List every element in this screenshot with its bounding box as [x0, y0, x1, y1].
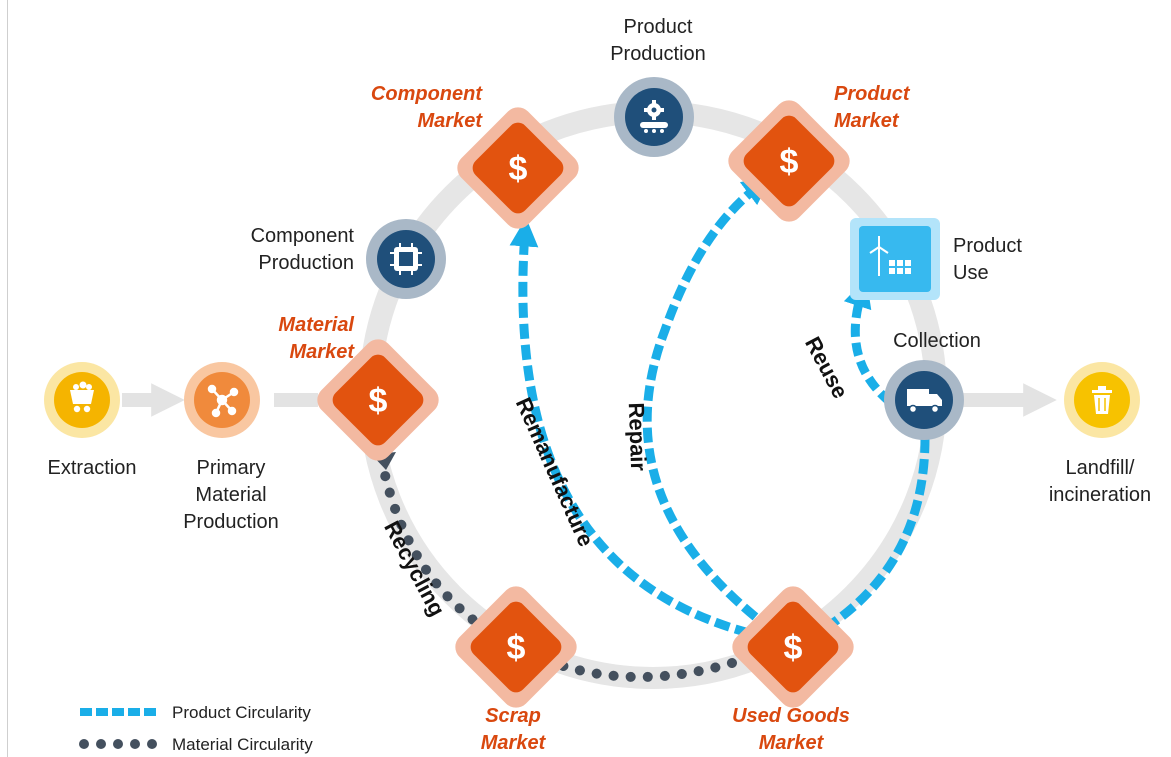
used-goods-market-label-line-1: Used Goods — [732, 705, 850, 727]
landfill-label-line-2: incineration — [1049, 484, 1151, 506]
material-market-label-line-1: Material — [278, 314, 354, 336]
node-primary-material-production — [184, 362, 260, 438]
product-use-label-line-1: Product — [953, 235, 1022, 257]
product-market-label-line-1: Product — [834, 83, 911, 105]
component-production-label-line-2: Production — [258, 252, 354, 274]
legend-material-circularity-swatch — [79, 739, 157, 749]
repair-arrow — [642, 176, 775, 634]
material-market-label-line-2: Market — [290, 341, 356, 363]
reuse-arrow — [843, 278, 893, 406]
component-production-label-line-1: Component — [251, 225, 355, 247]
truck-icon — [907, 389, 942, 414]
landfill-label-line-1: Landfill/ — [1066, 457, 1135, 479]
node-product-production — [614, 77, 694, 157]
mine-cart-icon — [70, 381, 94, 413]
component-market-label-line-2: Market — [418, 110, 484, 132]
dollar-icon: $ — [509, 150, 528, 188]
reuse-label: Reuse — [800, 332, 853, 402]
remanufacture-arrow — [509, 217, 771, 643]
primary-material-production-label-line-2: Material — [195, 484, 266, 506]
dollar-icon: $ — [369, 382, 388, 420]
product-use-label-line-2: Use — [953, 262, 989, 284]
molecule-icon — [207, 384, 239, 418]
scrap-market-label-line-1: Scrap — [485, 705, 541, 727]
product-production-label-line-2: Production — [610, 43, 706, 65]
trash-icon — [1092, 386, 1112, 414]
product-market-label-line-2: Market — [834, 110, 900, 132]
legend-material-circularity-label: Material Circularity — [172, 735, 313, 754]
node-extraction — [44, 362, 120, 438]
chip-icon — [390, 243, 422, 275]
component-market-label-line-1: Component — [371, 83, 483, 105]
node-material-market: $ — [317, 339, 439, 461]
node-component-market: $ — [457, 107, 579, 229]
legend: Product Circularity Material Circularity — [79, 703, 313, 754]
dollar-icon: $ — [784, 629, 803, 667]
legend-product-circularity-label: Product Circularity — [172, 703, 311, 722]
node-labels: Extraction Primary Material Production M… — [48, 16, 1152, 754]
collection-to-used-goods-arrow — [827, 437, 930, 629]
dollar-icon: $ — [507, 629, 526, 667]
remanufacture-label: Remanufacture — [511, 394, 599, 550]
node-used-goods-market: $ — [732, 586, 854, 708]
product-circularity-flows — [509, 176, 930, 643]
primary-material-production-label-line-1: Primary — [197, 457, 266, 479]
node-landfill — [1064, 362, 1140, 438]
product-production-label-line-1: Product — [624, 16, 693, 38]
dollar-icon: $ — [780, 143, 799, 181]
repair-label: Repair — [624, 402, 651, 472]
scrap-market-label-line-2: Market — [481, 732, 547, 754]
extraction-label: Extraction — [48, 457, 137, 479]
node-product-market: $ — [728, 100, 850, 222]
wind-solar-icon — [869, 236, 911, 276]
node-product-use — [850, 218, 940, 300]
node-scrap-market: $ — [455, 586, 577, 708]
node-component-production — [366, 219, 446, 299]
left-border — [7, 0, 8, 757]
node-collection — [884, 360, 964, 440]
used-goods-market-label-line-2: Market — [759, 732, 825, 754]
collection-label: Collection — [893, 330, 981, 352]
primary-material-production-label-line-3: Production — [183, 511, 279, 533]
conveyor-gear-icon — [640, 100, 668, 133]
